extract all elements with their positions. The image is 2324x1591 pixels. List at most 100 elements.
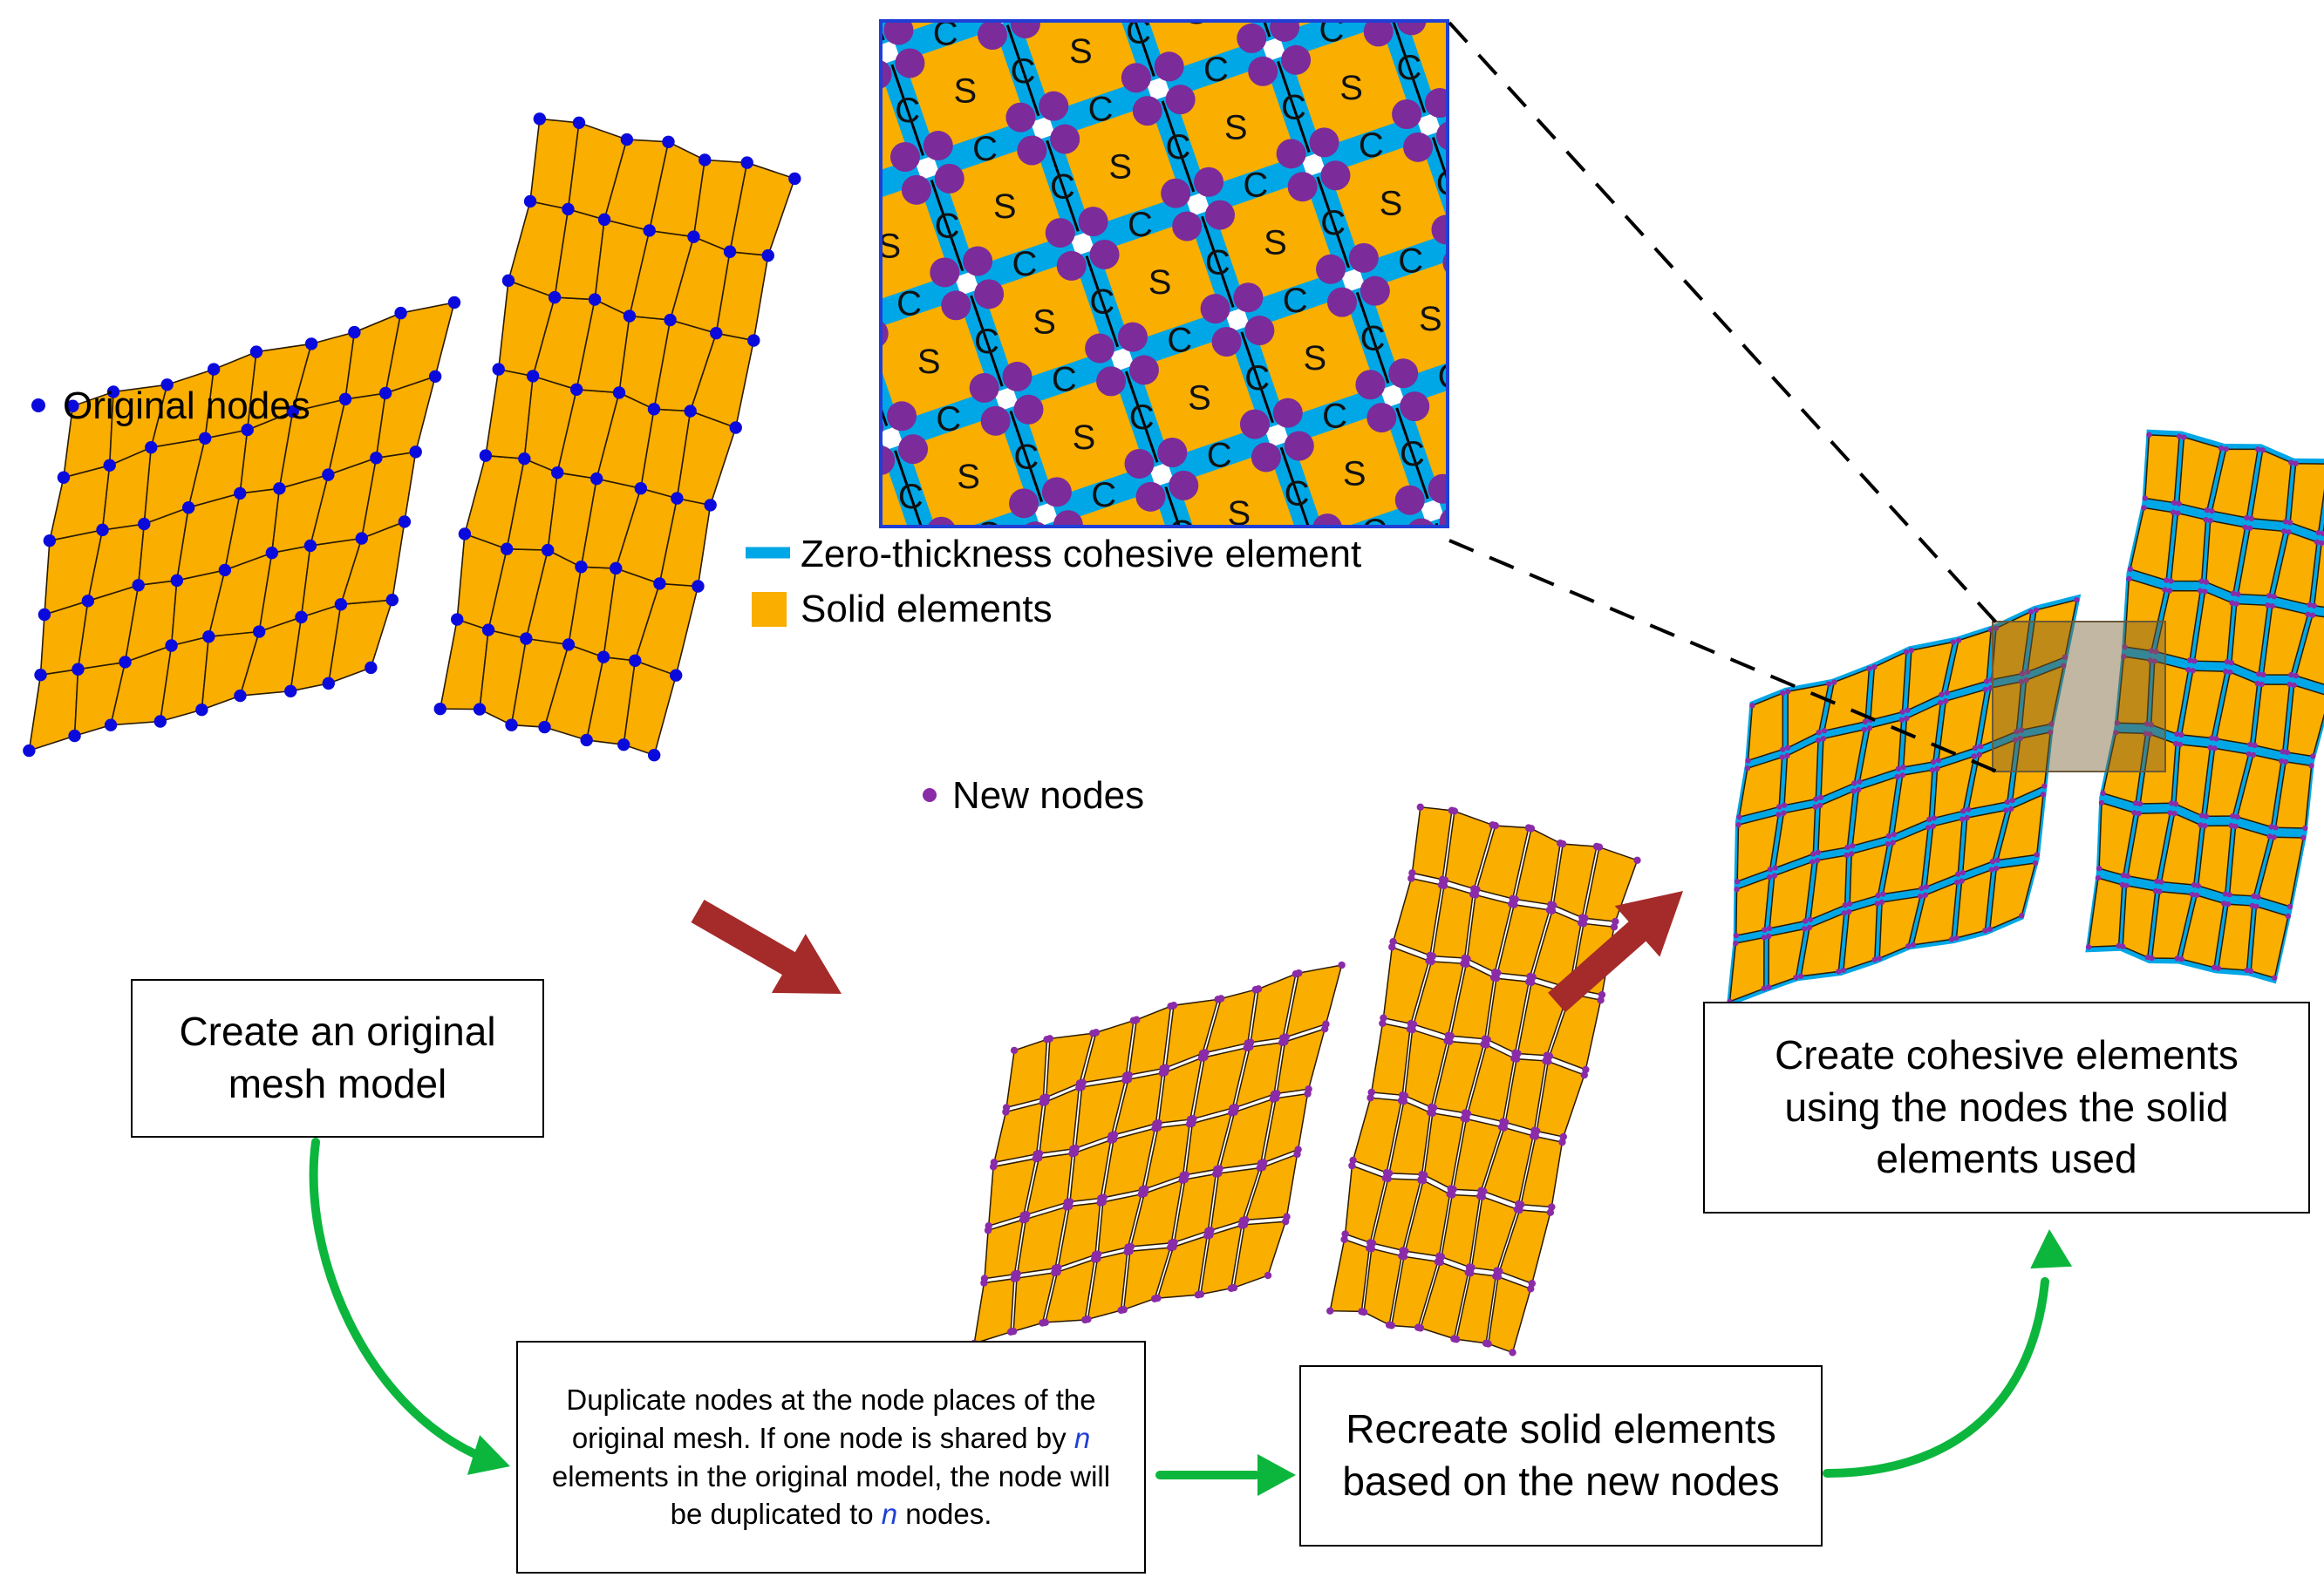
- inset-node: [1695, 125, 1725, 154]
- cohesive-label: C: [857, 169, 883, 207]
- new-node: [1766, 933, 1772, 940]
- new-node: [1437, 1253, 1446, 1261]
- inset-node: [1056, 250, 1087, 281]
- original-node: [740, 156, 753, 169]
- inset-node: [1741, 367, 1771, 397]
- new-node: [1035, 1149, 1044, 1158]
- new-node: [1407, 874, 1415, 882]
- original-node: [533, 112, 547, 126]
- original-node: [181, 501, 195, 514]
- inset-node: [1471, 330, 1501, 360]
- new-node: [1955, 637, 1962, 643]
- node-gap: [1460, 615, 1484, 639]
- new-node: [1943, 697, 1949, 704]
- new-node: [2319, 540, 2324, 547]
- solid-label: S: [799, 0, 822, 34]
- inset-node: [1540, 49, 1570, 78]
- cohesive-label: C: [1244, 359, 1270, 398]
- original-node: [241, 423, 254, 437]
- new-node: [2098, 799, 2105, 806]
- new-node: [2003, 807, 2009, 813]
- new-node: [2096, 865, 2103, 872]
- cohesive-label: C: [780, 132, 805, 170]
- new-node: [1766, 925, 1773, 932]
- original-node: [562, 638, 576, 651]
- new-node: [2265, 602, 2271, 609]
- new-node: [2047, 729, 2054, 736]
- cohesive-label: C: [1205, 243, 1230, 282]
- original-node: [684, 405, 697, 418]
- new-node: [1092, 1029, 1101, 1037]
- node-gap: [1344, 654, 1368, 678]
- inset-node: [746, 99, 776, 129]
- inset-node: [1702, 251, 1732, 281]
- cohesive-label: C: [1129, 398, 1155, 437]
- new-node: [2254, 446, 2261, 452]
- cohesive-label: C: [936, 400, 961, 439]
- cohesive-label: C: [1203, 51, 1229, 89]
- inset-node: [1667, 42, 1697, 71]
- new-node: [1582, 1065, 1590, 1074]
- inset-node: [819, 203, 848, 233]
- node-gap: [1651, 419, 1675, 444]
- new-node: [1905, 707, 1911, 713]
- new-node: [1429, 1104, 1438, 1112]
- new-node: [1110, 1131, 1119, 1139]
- new-node: [1182, 1171, 1190, 1179]
- new-node: [1959, 808, 1966, 814]
- new-node: [1862, 718, 1869, 725]
- new-node: [2147, 657, 2153, 663]
- cohesive-label: C: [1093, 669, 1118, 707]
- cohesive-label: C: [1015, 631, 1040, 670]
- new-node: [2176, 433, 2183, 439]
- cohesive-mesh: [1726, 429, 2324, 1008]
- inset-node: [1353, 629, 1382, 659]
- original-node: [526, 370, 540, 383]
- new-node-legend-dot: [923, 788, 937, 802]
- new-node: [2287, 903, 2293, 910]
- new-node: [1516, 1200, 1525, 1208]
- new-node: [1926, 816, 1932, 823]
- cohesive-label: C: [933, 14, 958, 52]
- new-node: [2018, 678, 2024, 685]
- new-node: [1776, 804, 1782, 810]
- cohesive-label: C: [702, 93, 727, 132]
- new-node: [2268, 824, 2274, 830]
- original-node: [447, 296, 461, 309]
- inset-node: [1631, 312, 1660, 342]
- new-node: [2141, 505, 2147, 511]
- new-node: [2222, 891, 2229, 897]
- solid-label: S: [1148, 263, 1172, 302]
- original-node: [284, 684, 297, 698]
- original-node: [572, 116, 586, 130]
- new-node: [1379, 1019, 1387, 1028]
- new-node: [1736, 813, 1742, 820]
- cohesive-label: C: [1592, 433, 1618, 472]
- inset-node: [923, 131, 953, 161]
- new-node: [2172, 801, 2179, 807]
- new-node: [1494, 969, 1502, 977]
- node-gap: [1377, 21, 1402, 22]
- flow-arrow-head: [2030, 1229, 2073, 1269]
- new-node: [1384, 1174, 1392, 1183]
- new-node: [2062, 654, 2068, 660]
- new-node: [2148, 648, 2155, 654]
- original-node: [68, 729, 81, 743]
- new-node: [1930, 758, 1937, 765]
- legend: Original nodes New nodes Zero-thickness …: [31, 384, 1361, 817]
- original-node: [170, 574, 184, 588]
- new-node: [2185, 667, 2191, 673]
- new-node: [2004, 799, 2011, 806]
- new-node: [1491, 821, 1499, 830]
- step1-box: Create an original mesh model: [131, 979, 544, 1138]
- inset-node: [1060, 637, 1089, 667]
- node-gap: [1073, 617, 1098, 642]
- new-node: [1002, 1104, 1011, 1112]
- new-node: [1154, 1294, 1162, 1302]
- new-node: [2228, 822, 2234, 829]
- node-gap: [1571, 189, 1596, 214]
- new-node: [2248, 515, 2255, 522]
- new-node: [1815, 857, 1821, 864]
- cohesive-label: C: [1400, 435, 1425, 473]
